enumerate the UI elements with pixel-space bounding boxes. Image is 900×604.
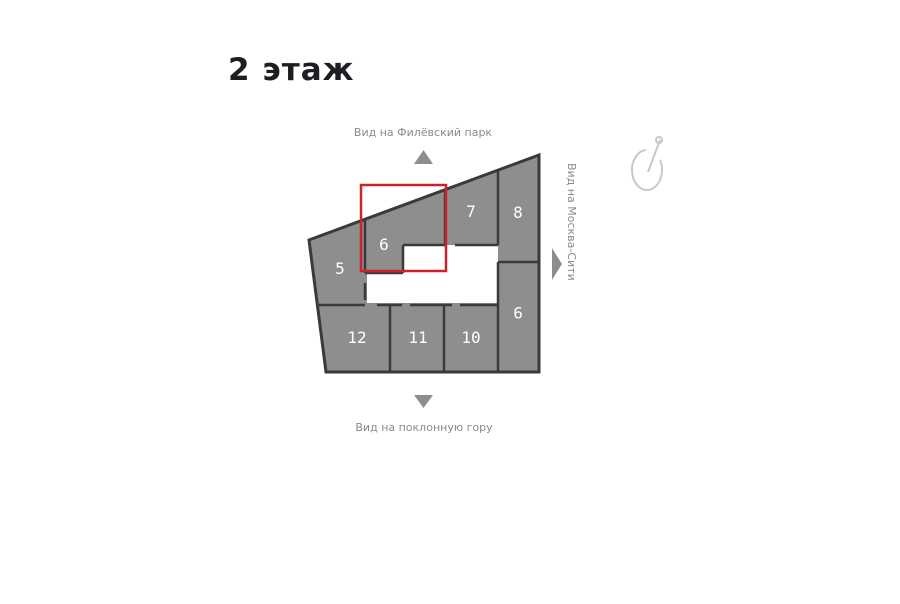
selected-unit-highlight <box>359 183 448 273</box>
arrow-up-icon <box>414 150 433 164</box>
view-north-label: Вид на Филёвский парк <box>354 126 493 139</box>
compass-icon <box>630 136 663 191</box>
unit-6[interactable]: 6 <box>379 235 389 254</box>
unit-7[interactable]: 7 <box>466 202 476 221</box>
view-east-label: Вид на Москва-Сити <box>565 163 578 281</box>
unit-10[interactable]: 10 <box>461 328 480 347</box>
floor-title: 2 этаж <box>228 52 355 88</box>
view-south-label: Вид на поклонную гору <box>355 421 493 434</box>
unit-9[interactable]: 9 <box>513 303 523 322</box>
unit-8[interactable]: 8 <box>513 203 523 222</box>
arrow-right-icon <box>552 248 562 280</box>
corridor <box>367 245 498 303</box>
unit-12[interactable]: 12 <box>347 328 366 347</box>
unit-11[interactable]: 11 <box>408 328 427 347</box>
arrow-down-icon <box>414 395 433 408</box>
unit-5[interactable]: 5 <box>335 259 345 278</box>
